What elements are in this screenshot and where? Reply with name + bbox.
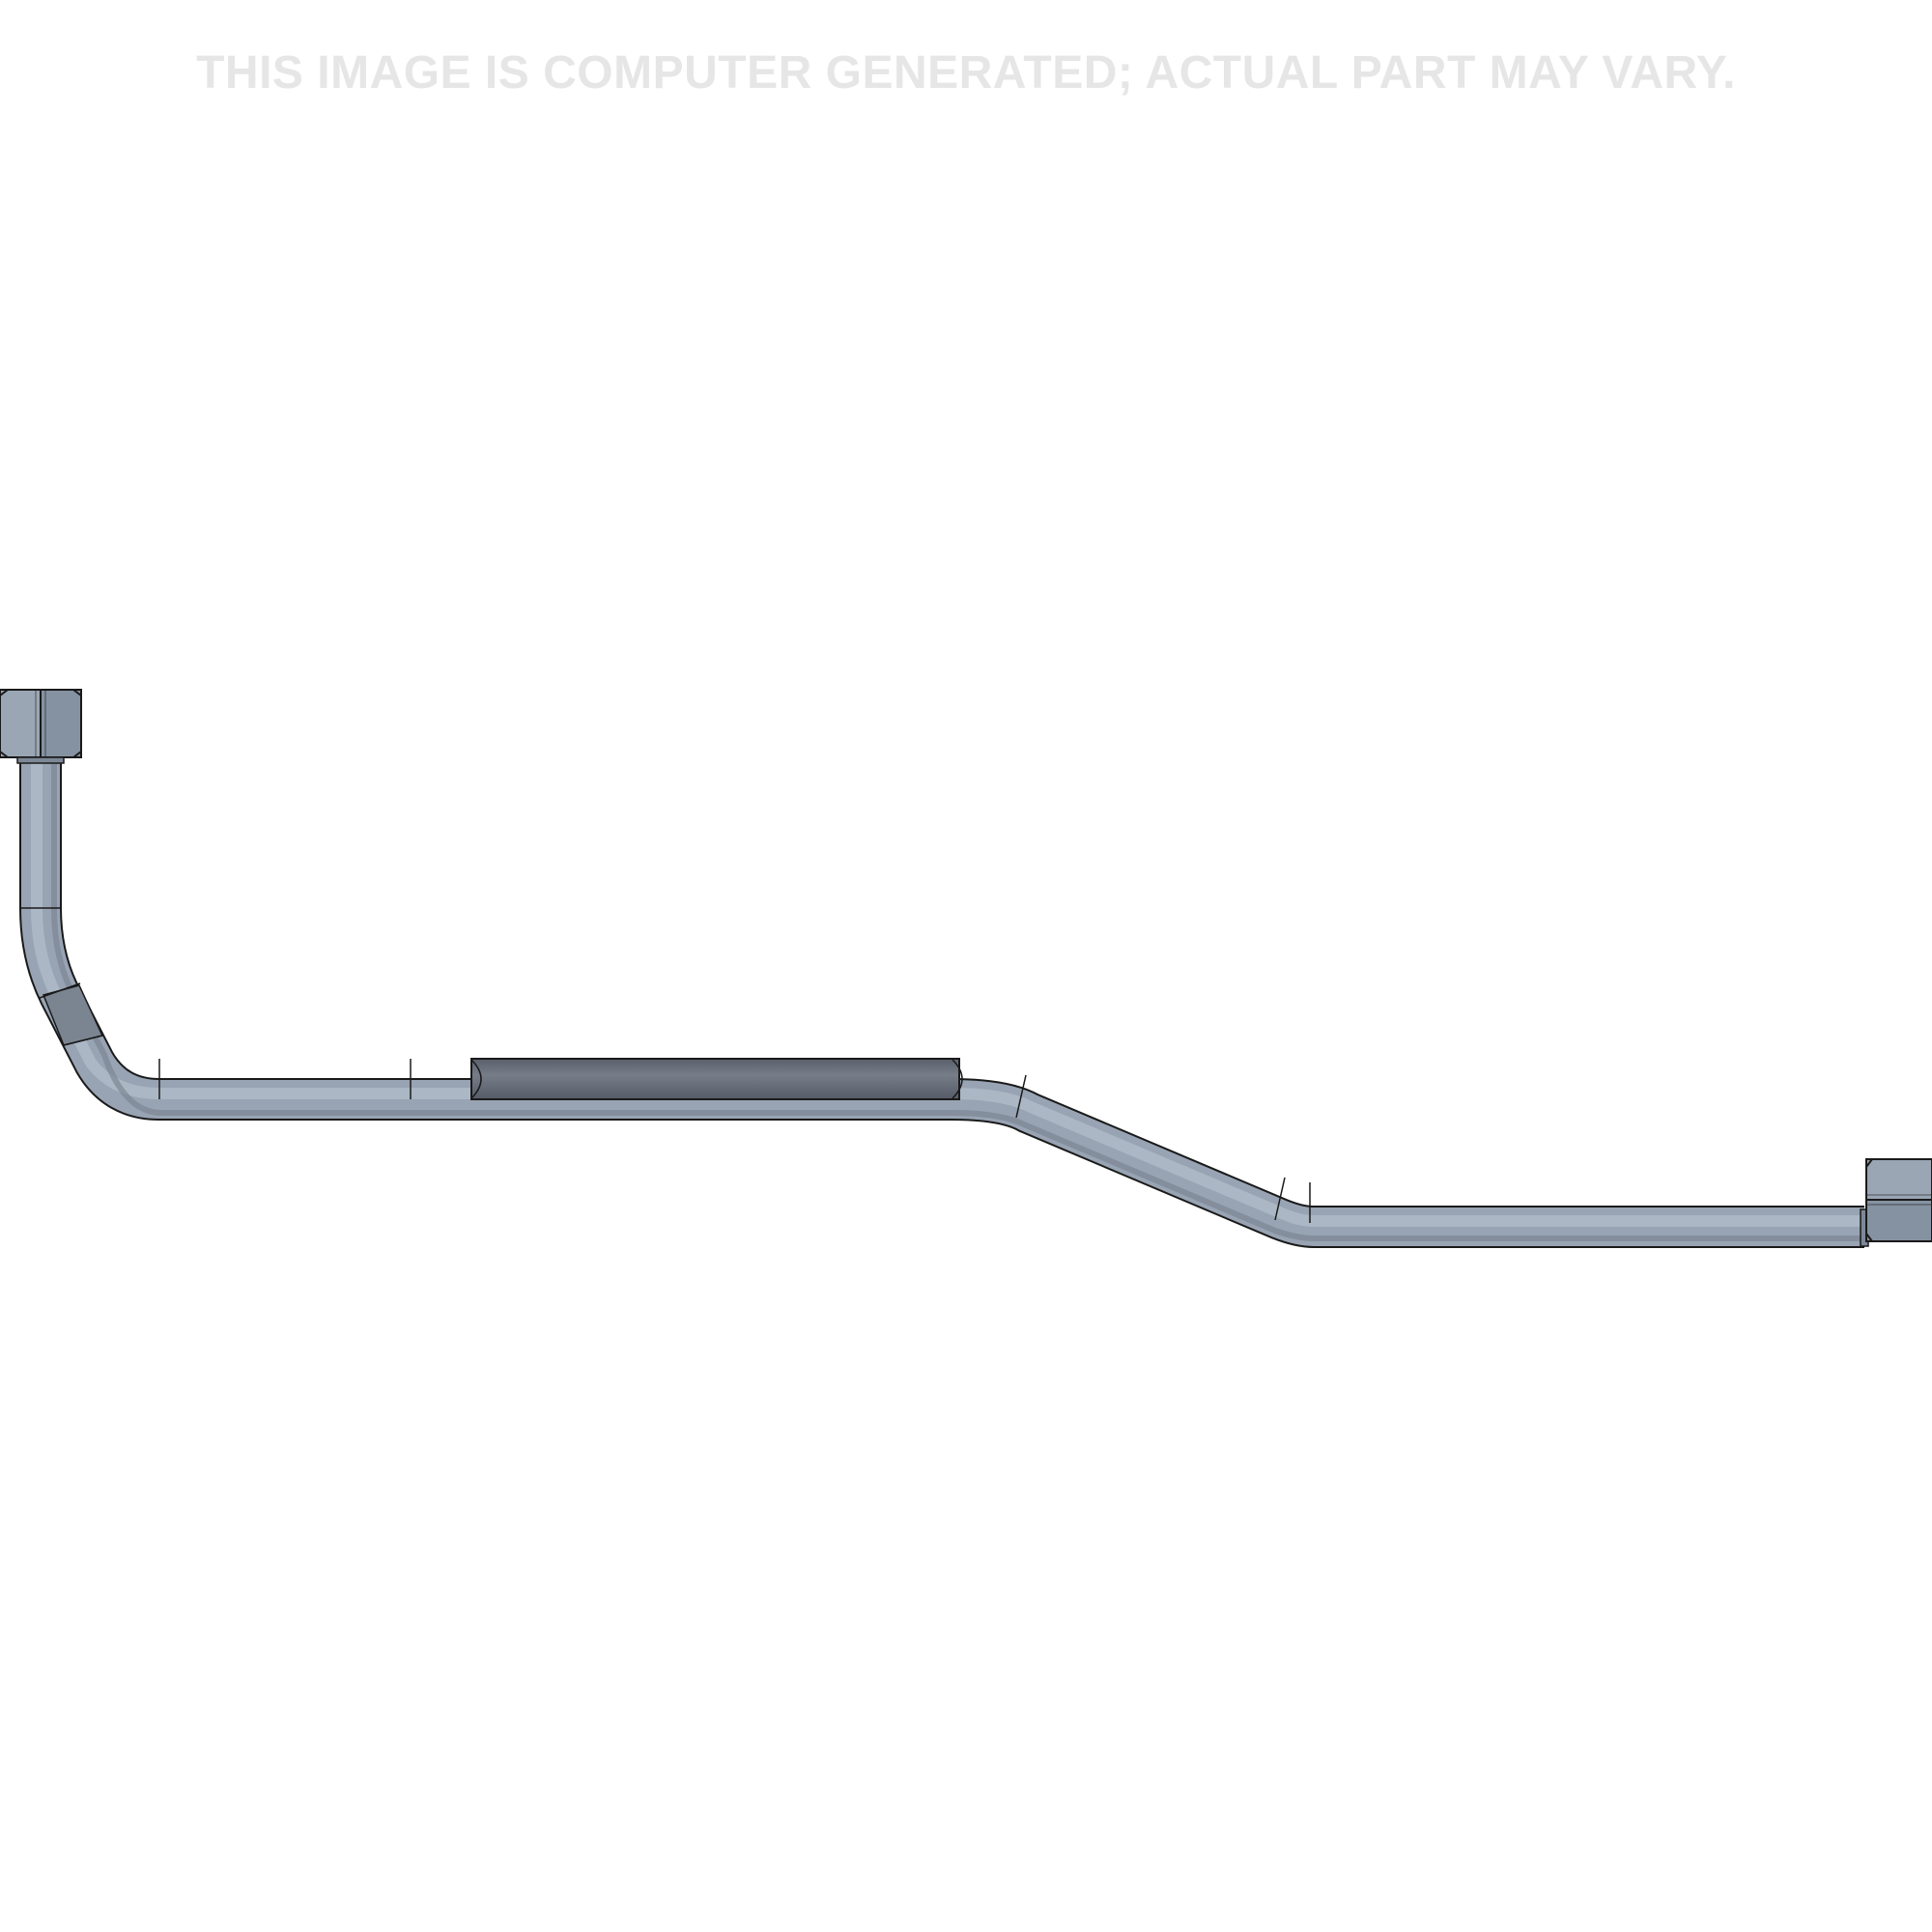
tube-body bbox=[19, 755, 1864, 1248]
left-nut-icon bbox=[0, 689, 82, 764]
tube-bend-shade bbox=[42, 984, 104, 1046]
disclaimer-watermark-text: THIS IMAGE IS COMPUTER GENERATED; ACTUAL… bbox=[196, 47, 1736, 99]
tube-seam-lines bbox=[19, 907, 1311, 1223]
tube-dark-section bbox=[470, 1058, 963, 1100]
right-nut-icon bbox=[1860, 1158, 1932, 1247]
